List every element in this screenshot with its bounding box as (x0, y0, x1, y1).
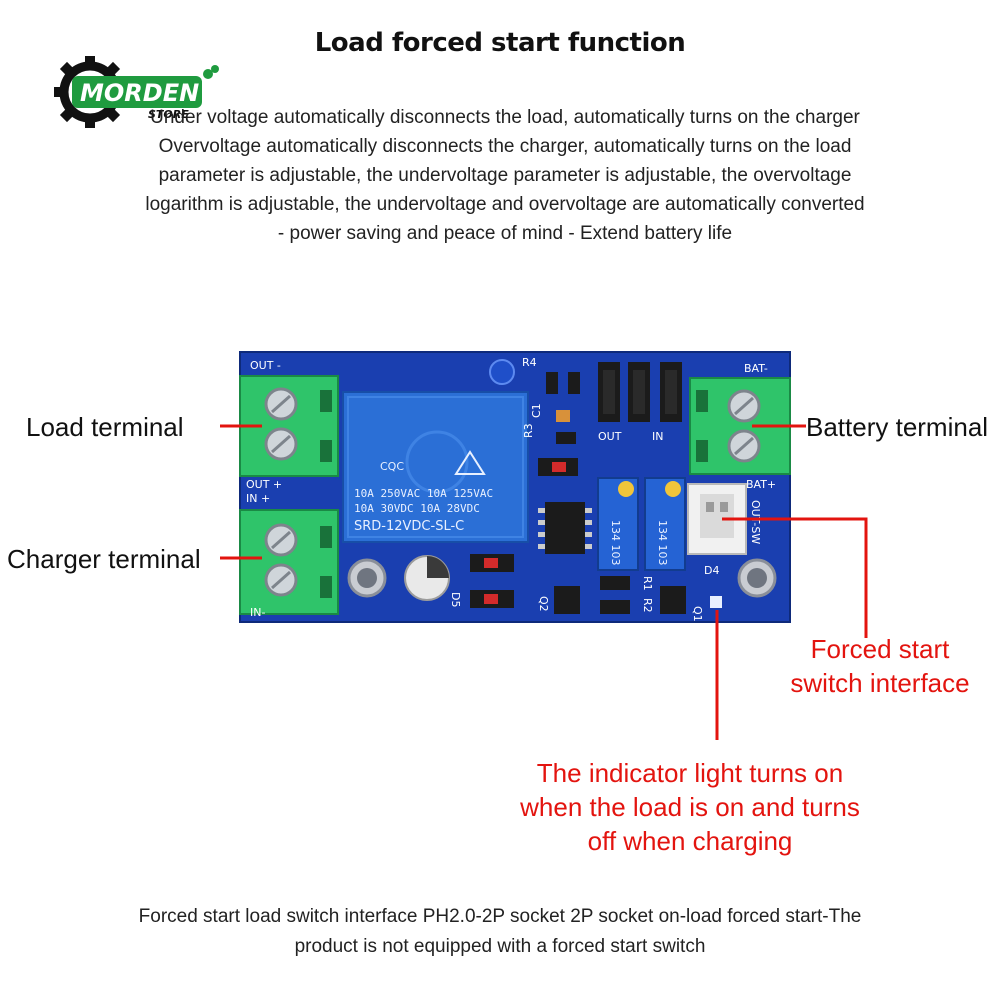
forced-start-label: Forced start switch interface (780, 632, 980, 700)
intro-line: - power saving and peace of mind - Exten… (277, 223, 733, 244)
footer-line: product is not equipped with a forced st… (294, 936, 706, 957)
forced-start-label-line: switch interface (790, 668, 970, 698)
forced-start-connector (687, 483, 747, 555)
intro-line: logarithm is adjustable, the undervoltag… (145, 194, 865, 215)
battery-terminal-label: Battery terminal (806, 412, 989, 442)
svg-text:BAT+: BAT+ (746, 478, 776, 491)
load-terminal-block (239, 375, 339, 477)
potentiometer: 134 103 (597, 477, 639, 571)
svg-text:10A 30VDC 10A 28VDC: 10A 30VDC 10A 28VDC (354, 502, 480, 515)
svg-text:134 103: 134 103 (609, 520, 622, 566)
svg-text:BAT-: BAT- (744, 362, 768, 375)
svg-text:R3: R3 (522, 423, 535, 438)
svg-text:Q2: Q2 (537, 596, 550, 612)
svg-text:R2: R2 (641, 598, 654, 613)
svg-text:OUT +: OUT + (246, 478, 282, 491)
relay: CQC 10A 250VAC 10A 125VAC 10A 30VDC 10A … (342, 391, 529, 543)
svg-text:134 103: 134 103 (656, 520, 669, 566)
indicator-label-line: off when charging (587, 826, 793, 856)
intro-line: Under voltage automatically disconnects … (150, 107, 860, 128)
svg-text:R1: R1 (641, 576, 654, 591)
leaf-icon (203, 65, 219, 79)
charger-terminal-label: Charger terminal (7, 544, 201, 574)
footer-note: Forced start load switch interface PH2.0… (60, 902, 940, 962)
svg-text:CQC: CQC (380, 460, 404, 473)
footer-line: Forced start load switch interface PH2.0… (138, 906, 862, 927)
svg-text:MORDEN: MORDEN (80, 79, 199, 107)
load-terminal-label: Load terminal (26, 412, 184, 442)
svg-text:OUT: OUT (598, 430, 622, 443)
intro-text: Under voltage automatically disconnects … (100, 103, 910, 248)
svg-text:D5: D5 (449, 592, 462, 607)
indicator-label-line: when the load is on and turns (520, 792, 860, 822)
svg-text:IN +: IN + (246, 492, 270, 505)
intro-line: Overvoltage automatically disconnects th… (158, 136, 852, 157)
svg-text:IN-: IN- (250, 606, 265, 619)
capacitor (404, 555, 450, 601)
svg-text:STORE: STORE (148, 108, 189, 121)
svg-text:SRD-12VDC-SL-C: SRD-12VDC-SL-C (354, 519, 464, 534)
svg-text:C1: C1 (530, 403, 543, 418)
page-title: Load forced start function (314, 28, 686, 58)
svg-text:D4: D4 (704, 564, 719, 577)
svg-text:10A 250VAC 10A 125VAC: 10A 250VAC 10A 125VAC (354, 487, 493, 500)
svg-text:Q1: Q1 (691, 606, 704, 622)
potentiometer: 134 103 (644, 477, 686, 571)
svg-text:R4: R4 (522, 356, 537, 369)
forced-start-label-line: Forced start (810, 634, 950, 664)
morden-store-logo: MORDEN STORE (54, 56, 219, 128)
charger-terminal-block (239, 509, 339, 615)
indicator-light-label: The indicator light turns on when the lo… (480, 756, 900, 858)
callout-line-forced-start (722, 517, 868, 638)
svg-text:OUT -: OUT - (250, 359, 281, 372)
svg-text:OUT-SW: OUT-SW (749, 500, 762, 544)
svg-text:IN: IN (652, 430, 663, 443)
indicator-label-line: The indicator light turns on (536, 758, 844, 788)
intro-line: parameter is adjustable, the undervoltag… (158, 165, 852, 186)
ic-chip (538, 502, 592, 554)
